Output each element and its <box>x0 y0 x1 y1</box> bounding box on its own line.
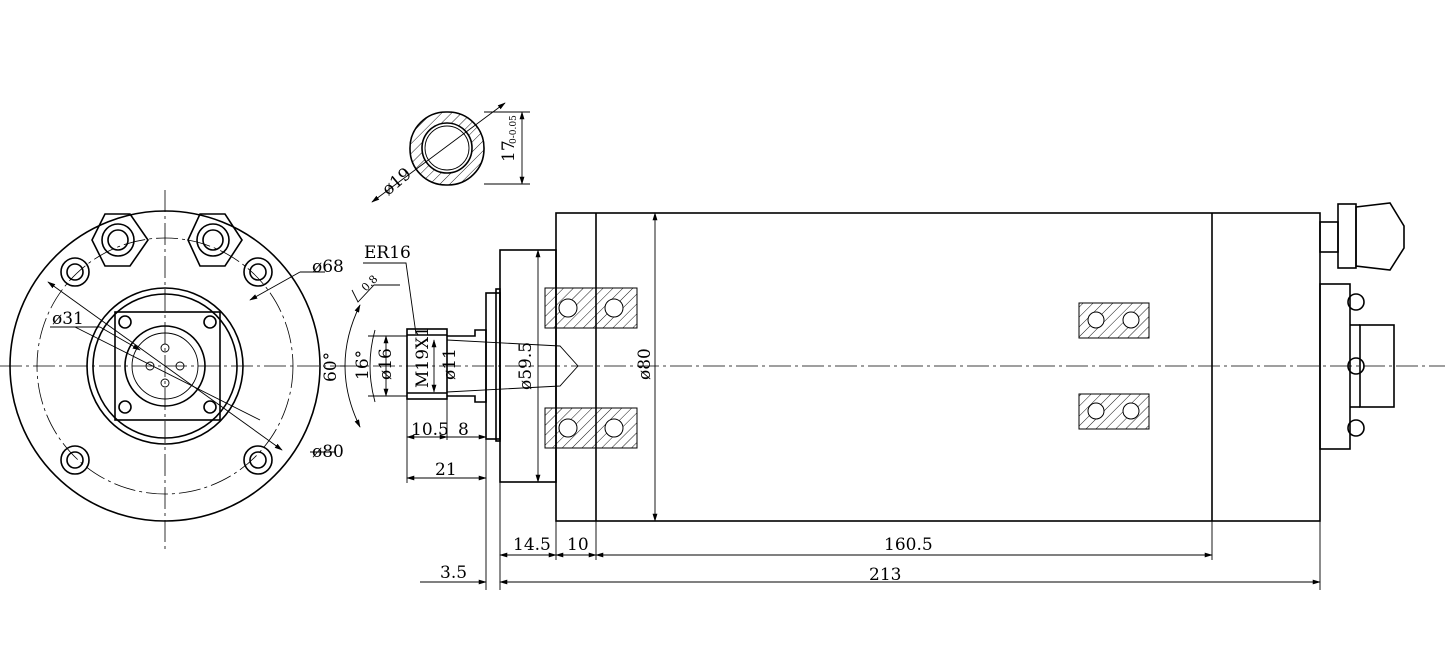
angle-60-label: 60° <box>321 352 341 382</box>
d80-front-label: ø80 <box>312 442 344 462</box>
collet-detail: ø19 17 0-0.05 <box>371 102 530 203</box>
mounting-holes <box>60 257 273 475</box>
len-160-5-label: 160.5 <box>884 535 933 555</box>
d31-label: ø31 <box>52 309 84 329</box>
d11-label: ø11 <box>440 348 460 380</box>
d59-5-label: ø59.5 <box>516 342 536 390</box>
side-view: ER16 0.8 60° 16° ø16 M19X1 ø11 ø59.5 ø80… <box>321 202 1445 590</box>
len-10-5-label: 10.5 <box>411 420 449 440</box>
len-14-5-label: 14.5 <box>513 535 551 555</box>
d68-label: ø68 <box>312 257 344 277</box>
len-10-label: 10 <box>567 535 589 555</box>
m19-label: M19X1 <box>413 326 433 388</box>
flat-tolerance-label: 0-0.05 <box>509 115 519 144</box>
d19-label: ø19 <box>378 164 415 200</box>
front-end-view: ø68 ø31 ø80 <box>0 190 345 550</box>
roughness-label: 0.8 <box>359 273 381 295</box>
len-21-label: 21 <box>435 460 457 480</box>
angle-16-label: 16° <box>353 350 373 380</box>
rear-cable-gland <box>1319 202 1405 271</box>
len-3-5-label: 3.5 <box>440 563 467 583</box>
rear-connector <box>1319 283 1395 450</box>
d16-label: ø16 <box>376 348 396 380</box>
er16-label: ER16 <box>364 243 411 263</box>
flat-label: 17 <box>499 140 519 162</box>
len-213-label: 213 <box>869 565 901 585</box>
connector-screws <box>118 315 217 414</box>
cable-glands <box>91 213 243 267</box>
len-8-label: 8 <box>458 420 469 440</box>
front-bearings <box>544 287 638 449</box>
rear-bearings <box>1078 302 1150 430</box>
d80-body-label: ø80 <box>635 348 655 380</box>
